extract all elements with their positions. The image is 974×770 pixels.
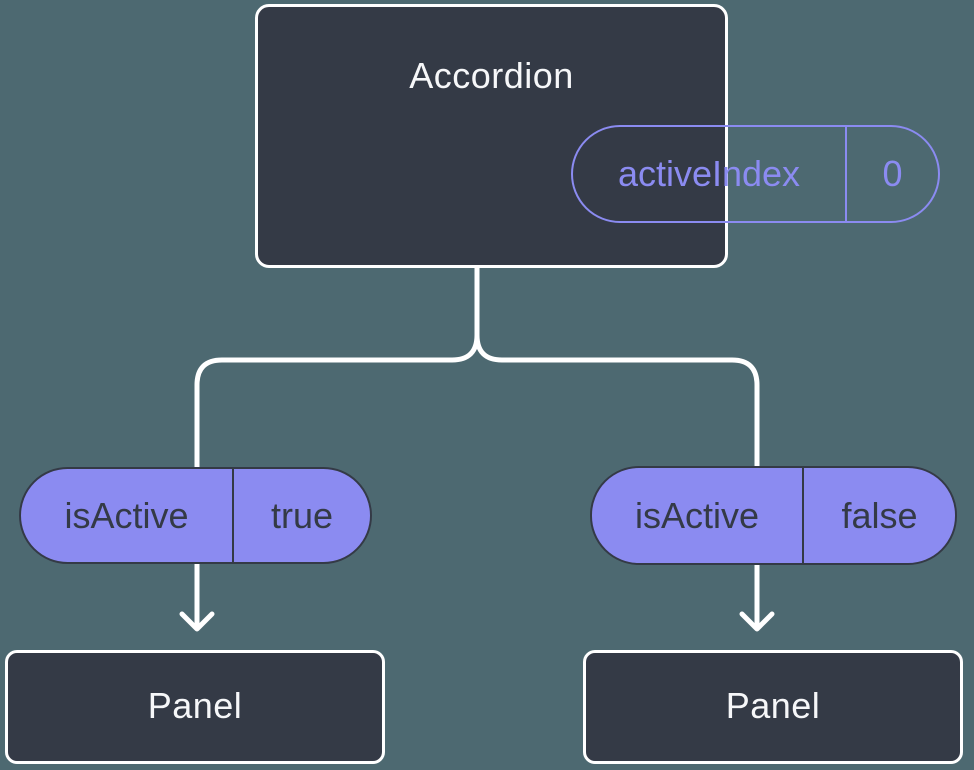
prop-pill-right-value: false (841, 494, 918, 536)
state-pill-activeindex: activeIndex 0 (571, 125, 940, 223)
arrowhead-left-icon (179, 611, 215, 632)
accordion-node: Accordion activeIndex 0 (255, 4, 940, 268)
state-pill-name: activeIndex (573, 127, 847, 221)
state-pill-value: 0 (882, 153, 903, 194)
connector-right-branch (474, 263, 760, 631)
prop-pill-left-value: true (270, 494, 334, 536)
panel-node-right: Panel (583, 650, 963, 764)
prop-pill-right: isActive false (590, 466, 957, 565)
prop-pill-right-name: isActive (592, 468, 804, 563)
panel-node-right-title: Panel (725, 685, 821, 727)
panel-node-left: Panel (5, 650, 385, 764)
connector-left-branch (194, 263, 480, 631)
arrowhead-right-icon (739, 611, 775, 632)
panel-node-left-title: Panel (147, 685, 243, 727)
prop-pill-left-name: isActive (21, 469, 234, 562)
prop-pill-left: isActive true (19, 467, 372, 564)
accordion-node-title: Accordion (409, 55, 574, 96)
